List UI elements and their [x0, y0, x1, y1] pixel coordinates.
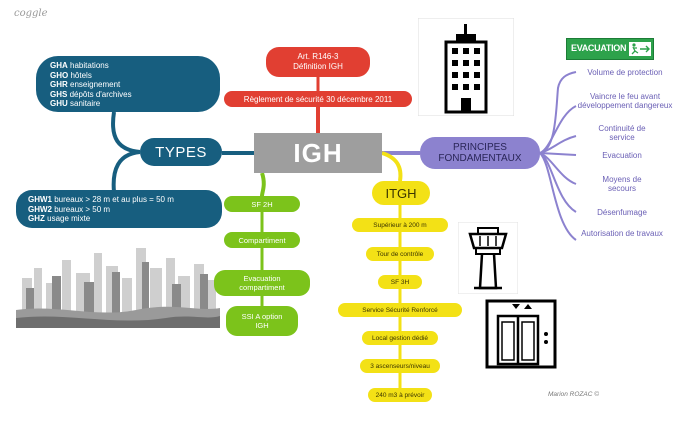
principe-item[interactable]: Autorisation de travaux [581, 229, 663, 238]
type-item: GHW2 bureaux > 50 m [28, 204, 111, 214]
principe-item[interactable]: Evacuation [602, 151, 642, 160]
coggle-logo: coggle [14, 8, 48, 19]
principes-node[interactable]: PRINCIPES FONDAMENTAUX [420, 137, 540, 169]
principes-label-line2: FONDAMENTAUX [438, 153, 522, 164]
running-man-arrow-icon [629, 42, 651, 56]
evacuation-sign-label: EVACUATION [571, 43, 627, 53]
itgh-node[interactable]: ITGH [372, 181, 430, 205]
type-item: GHA habitations [50, 61, 109, 70]
itgh-item[interactable]: Service Sécurité Renforcé [338, 303, 462, 317]
types-node[interactable]: TYPES [140, 138, 222, 166]
types-list-top[interactable]: GHA habitations GHO hôtels GHR enseignem… [36, 56, 220, 112]
elevator-icon [485, 299, 557, 369]
itgh-item[interactable]: 240 m3 à prévoir [368, 388, 432, 402]
sf-item[interactable]: Compartiment [224, 232, 300, 248]
itgh-item[interactable]: 3 ascenseurs/niveau [360, 359, 440, 373]
evacuation-sign: EVACUATION [566, 38, 654, 60]
types-list-bottom[interactable]: GHW1 bureaux > 28 m et au plus = 50 m GH… [16, 190, 222, 228]
definition-title: Définition IGH [293, 62, 343, 71]
definition-node[interactable]: Art. R146-3 Définition IGH [266, 47, 370, 77]
sf-item[interactable]: Evacuation compartiment [214, 270, 310, 296]
type-item: GHZ usage mixte [28, 214, 91, 224]
type-item: GHR enseignement [50, 80, 121, 90]
building-icon [418, 18, 514, 116]
itgh-item[interactable]: Supérieur à 200 m [352, 218, 448, 232]
control-tower-icon [458, 222, 518, 294]
author-credit: Marion ROZAC © [548, 391, 600, 398]
reglement-node[interactable]: Règlement de sécurité 30 décembre 2011 [224, 91, 412, 107]
itgh-item[interactable]: Local gestion dédié [362, 331, 438, 345]
type-item: GHU sanitaire [50, 99, 101, 109]
central-node-igh[interactable]: IGH [254, 133, 382, 173]
type-item: GHO hôtels [50, 70, 92, 80]
type-item: GHW1 bureaux > 28 m et au plus = 50 m [28, 195, 174, 204]
itgh-item[interactable]: Tour de contrôle [366, 247, 434, 261]
itgh-item[interactable]: SF 3H [378, 275, 422, 289]
sf-item[interactable]: SSI A option IGH [226, 306, 298, 336]
principes-label-line1: PRINCIPES [453, 142, 507, 153]
type-item: GHS dépôts d'archives [50, 89, 132, 99]
principe-item[interactable]: Vaincre le feu avant développement dange… [577, 92, 673, 110]
definition-article: Art. R146-3 [297, 52, 339, 61]
principe-item[interactable]: Désenfumage [597, 208, 647, 217]
sf-node[interactable]: SF 2H [224, 196, 300, 212]
principe-item[interactable]: Moyens de secours [602, 175, 642, 193]
principe-item[interactable]: Volume de protection [587, 68, 663, 77]
principe-item[interactable]: Continuité de service [598, 124, 646, 142]
city-skyline-image [16, 238, 220, 328]
